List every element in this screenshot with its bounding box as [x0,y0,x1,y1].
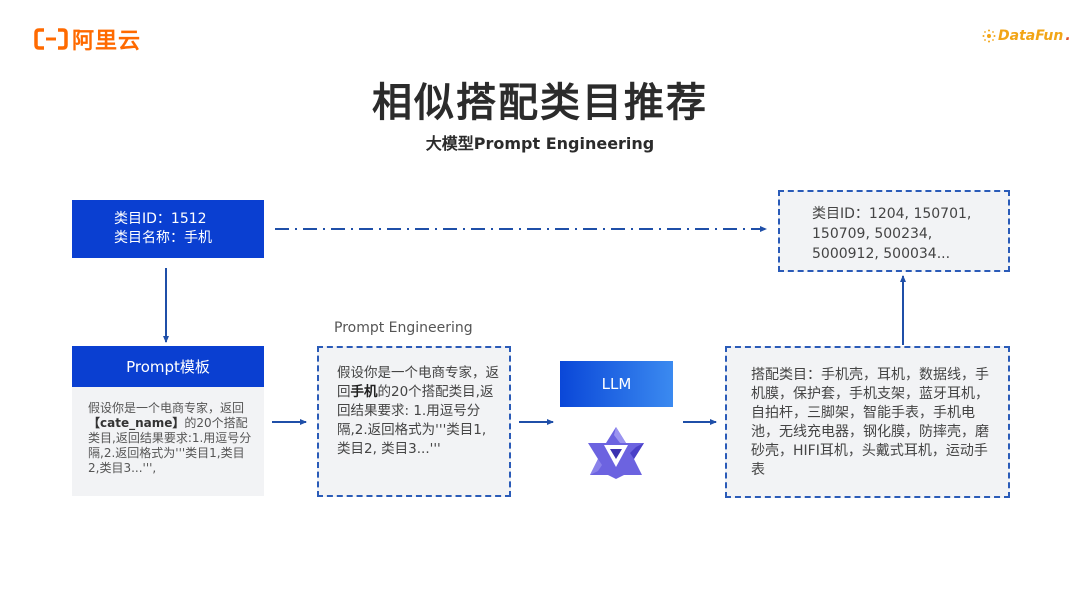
aliyun-logo: 阿里云 [34,24,141,54]
prompt-template-card: Prompt模板 假设你是一个电商专家，返回【cate_name】的20个搭配类… [72,346,264,496]
prompt-engineering-label: Prompt Engineering [334,320,473,336]
aliyun-bracket-icon [34,28,68,50]
prompt-template-body: 假设你是一个电商专家，返回【cate_name】的20个搭配类目,返回结果要求:… [72,387,264,476]
page-subtitle: 大模型Prompt Engineering [425,134,655,153]
prompt-engineering-text-1: 假设你是一个电商专家，返回 [337,365,499,400]
prompt-template-text-2: 的20个搭配类目,返回结果要求:1.用逗号分隔,2.返回格式为'''类目1,类目… [88,416,252,475]
input-category-box: 类目ID：1512 类目名称：手机 [72,200,264,258]
input-category-id: 类目ID：1512 [114,211,207,227]
input-category-name: 类目名称：手机 [114,230,212,246]
prompt-template-placeholder: 【cate_name】 [88,416,185,430]
aliyun-logo-text: 阿里云 [72,29,142,54]
prompt-template-text-1: 假设你是一个电商专家，返回 [88,401,245,415]
output-categories-box: 搭配类目：手机壳，耳机，数据线，手机膜，保护套，手机支架，蓝牙耳机，自拍杆，三脚… [725,346,1010,498]
prompt-engineering-keyword: 手机 [350,384,378,400]
prompt-engineering-text-2: 的20个搭配类目,返回结果要求: 1.用逗号分隔,2.返回格式为'''类目1,类… [337,384,494,457]
llm-box: LLM [560,361,673,407]
datafun-sun-icon [982,29,996,43]
qwen-logo-icon [588,427,644,479]
prompt-template-header: Prompt模板 [72,346,264,387]
page-title: 相似搭配类目推荐 [372,80,708,126]
result-ids-box: 类目ID：1204, 150701, 150709, 500234, 50009… [778,190,1010,272]
datafun-logo-text: DataFun [998,28,1064,44]
prompt-engineering-box: 假设你是一个电商专家，返回手机的20个搭配类目,返回结果要求: 1.用逗号分隔,… [317,346,511,497]
datafun-logo: DataFun. [982,28,1071,44]
datafun-logo-dot: . [1065,28,1071,44]
